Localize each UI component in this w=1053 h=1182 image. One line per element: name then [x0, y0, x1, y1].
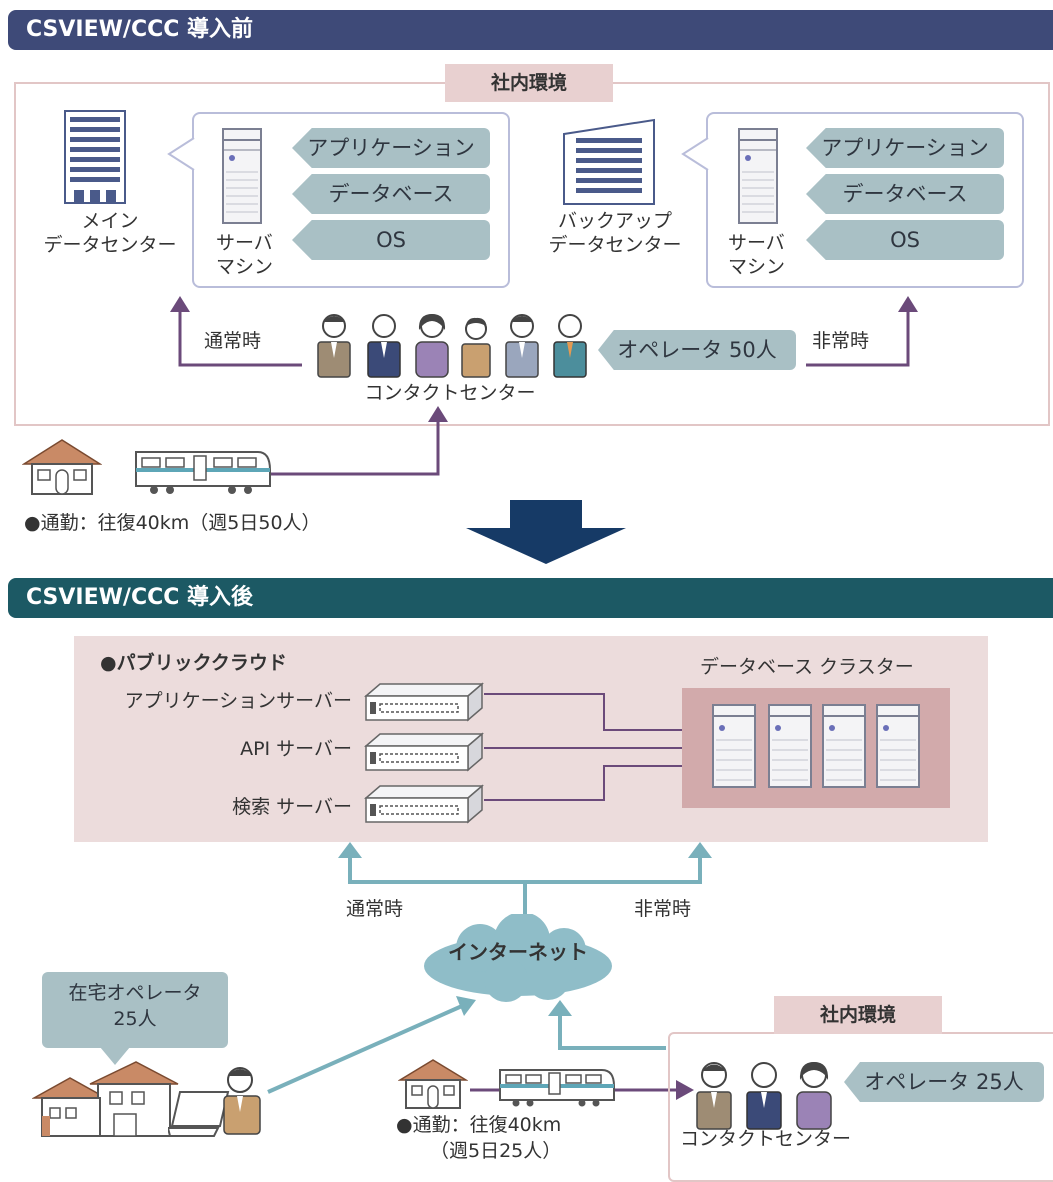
person-icon	[553, 314, 587, 378]
operators-box-before: オペレータ 50人	[598, 330, 796, 370]
commute-label-after-1: ●通勤：往復40km	[396, 1114, 562, 1136]
laptop-icon	[168, 1091, 230, 1137]
emergency-label-before: 非常時	[812, 330, 870, 352]
operators-box-after: オペレータ 25人	[844, 1062, 1044, 1102]
search-server-label: 検索 サーバー	[232, 796, 352, 818]
server-icon	[822, 704, 866, 788]
office-building-icon	[64, 110, 126, 204]
server-icon	[738, 128, 778, 224]
person-icon	[317, 314, 351, 378]
server-icon	[712, 704, 756, 788]
network-switch-icon	[364, 732, 484, 772]
db-cluster-label: データベース クラスター	[700, 656, 914, 678]
commute-label-before: ●通勤：往復40km（週5日50人）	[24, 512, 321, 534]
server-label-backup-2: マシン	[728, 256, 786, 278]
onprem-tag-before: 社内環境	[445, 64, 613, 102]
contact-center-label-after: コンタクトセンター	[680, 1128, 852, 1150]
person-icon	[415, 314, 449, 378]
office-building-icon	[563, 118, 655, 205]
server-icon	[768, 704, 812, 788]
person-icon	[746, 1062, 782, 1130]
after-banner: CSVIEW/CCC 導入後	[8, 578, 1053, 618]
bubble-pointer	[100, 1047, 130, 1065]
main-dc-label-2: データセンター	[43, 234, 177, 256]
backup-dc-label-1: バックアップ	[557, 210, 672, 232]
app-server-label: アプリケーションサーバー	[124, 690, 352, 712]
internet-label: インターネット	[448, 940, 588, 964]
server-icon	[876, 704, 920, 788]
server-label-main-1: サーバ	[216, 232, 273, 254]
person-icon	[367, 314, 401, 378]
train-icon	[499, 1069, 615, 1107]
normal-label-after: 通常時	[346, 898, 404, 920]
train-icon	[135, 451, 271, 494]
person-icon	[505, 314, 539, 378]
stack-database-main: データベース	[292, 174, 490, 214]
network-switch-icon	[364, 682, 484, 722]
stack-os-backup: OS	[806, 220, 1004, 260]
bubble-pointer	[681, 137, 709, 171]
person-icon	[223, 1067, 261, 1135]
backup-dc-label-2: データセンター	[548, 234, 682, 256]
home-operators-label-1: 在宅オペレータ	[68, 982, 202, 1004]
down-arrow-icon	[466, 500, 626, 564]
contact-center-label-before: コンタクトセンター	[364, 382, 536, 404]
bubble-pointer	[167, 137, 195, 171]
stack-application-main: アプリケーション	[292, 128, 490, 168]
house-icon	[398, 1059, 468, 1109]
main-dc-label-1: メイン	[81, 210, 139, 232]
home-operators-label-2: 25人	[113, 1008, 157, 1030]
server-label-backup-1: サーバ	[728, 232, 785, 254]
person-icon	[696, 1062, 732, 1130]
server-icon	[222, 128, 262, 224]
emergency-label-after: 非常時	[634, 898, 692, 920]
house-icon	[32, 1061, 179, 1137]
person-icon	[796, 1062, 832, 1130]
api-server-label: API サーバー	[240, 738, 352, 760]
home-operators-box: 在宅オペレータ 25人	[42, 972, 228, 1048]
before-banner: CSVIEW/CCC 導入前	[8, 10, 1053, 50]
normal-label-before: 通常時	[204, 330, 262, 352]
stack-database-backup: データベース	[806, 174, 1004, 214]
house-icon	[22, 439, 102, 495]
server-label-main-2: マシン	[216, 256, 274, 278]
stack-application-backup: アプリケーション	[806, 128, 1004, 168]
cloud-icon	[424, 914, 612, 1002]
stack-os-main: OS	[292, 220, 490, 260]
onprem-tag-after: 社内環境	[774, 996, 942, 1034]
public-cloud-label: ●パブリッククラウド	[100, 652, 287, 674]
network-switch-icon	[364, 784, 484, 824]
person-icon	[461, 317, 491, 378]
commute-label-after-2: （週5日25人）	[430, 1140, 562, 1162]
